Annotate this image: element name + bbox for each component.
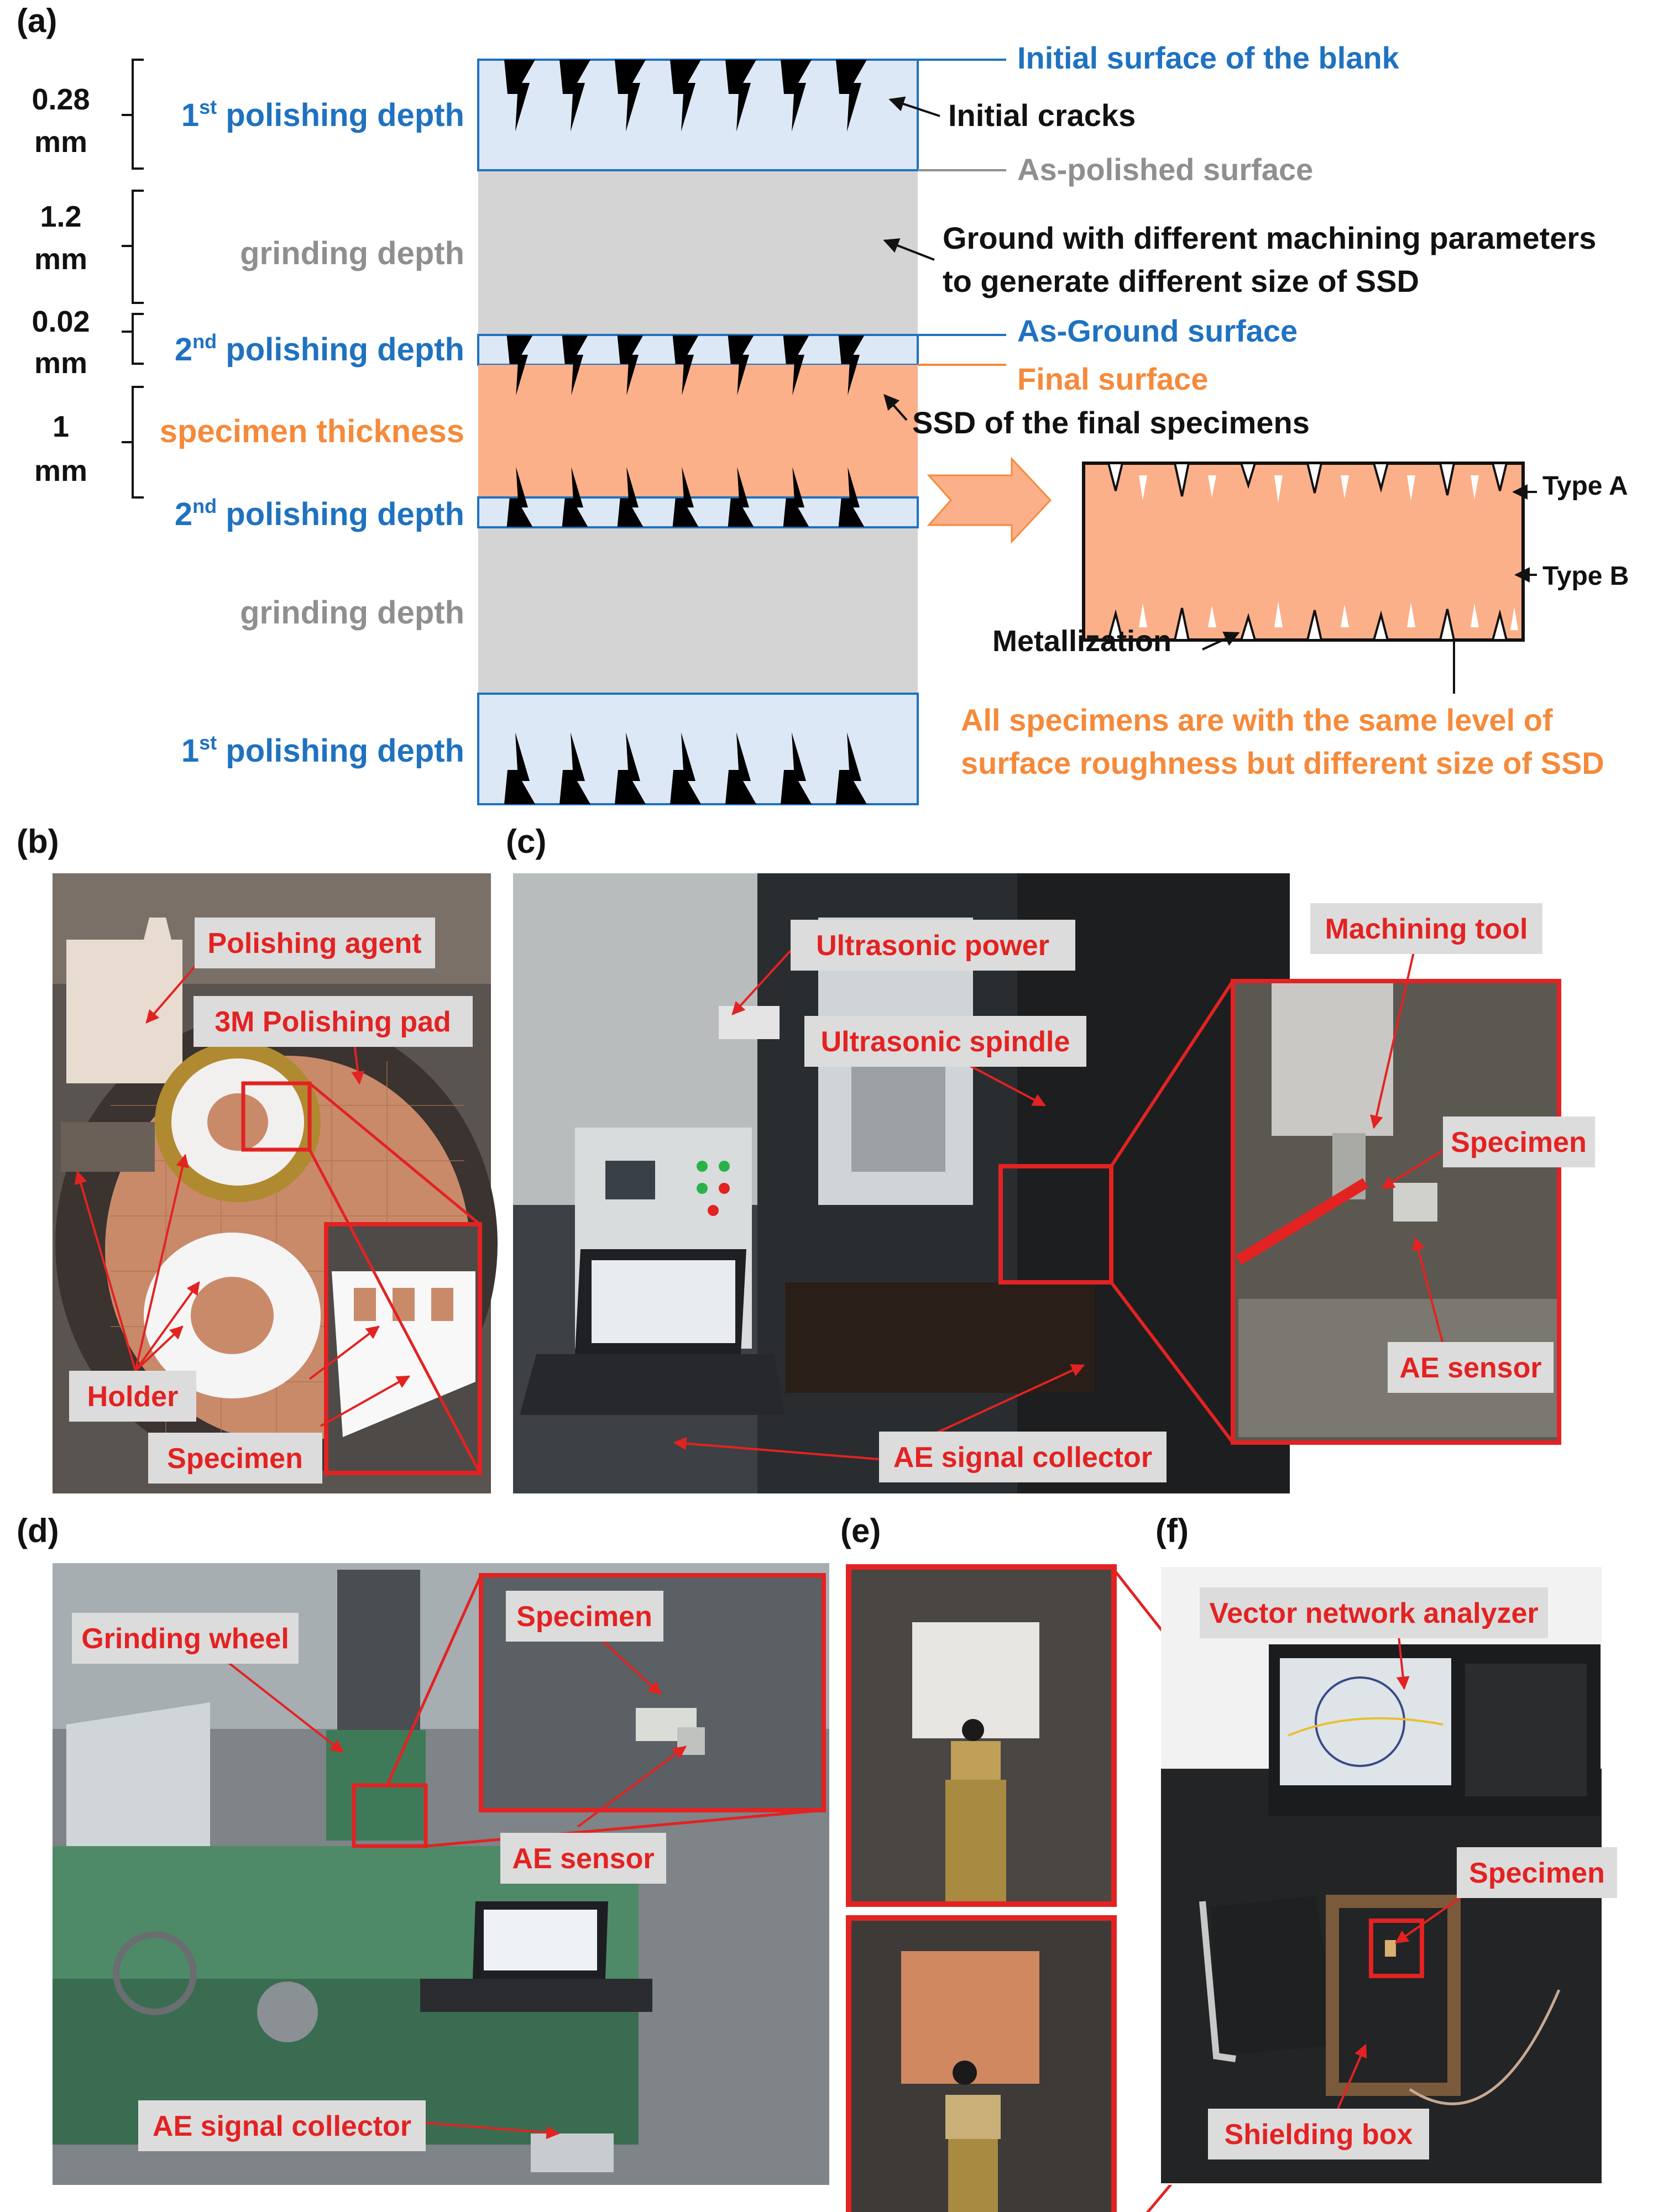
callout-polishing-agent: Polishing agent (207, 927, 421, 960)
dim-0-28-value: 0.28 (32, 83, 90, 116)
shielding-box (1326, 1895, 1461, 2096)
callout-ae-sensor: AE sensor (1399, 1352, 1541, 1384)
dim-0-28-unit: mm (34, 125, 87, 159)
panel-b-callouts: Polishing agent 3M Polishing pad Holder … (69, 918, 473, 1484)
callout-specimen: Specimen (1469, 1857, 1605, 1889)
callout-box (72, 1613, 299, 1664)
panel-e-label: (e) (840, 1512, 881, 1549)
label-1st-polishing-top: 1st polishing depth (181, 96, 464, 133)
type-a-cracks (1107, 462, 1508, 641)
panel-f-label: (f) (1155, 1512, 1189, 1549)
callout-specimen: Specimen (1451, 1126, 1587, 1159)
callout-specimen: Specimen (167, 1443, 303, 1475)
label-specimen-thickness: specimen thickness (160, 413, 464, 449)
callout-box (791, 920, 1075, 971)
callout-box (1457, 1847, 1617, 1898)
dim-0-02-value: 0.02 (32, 305, 90, 338)
dim-1-value: 1 (53, 410, 69, 443)
transition-arrow-icon (927, 457, 1052, 544)
label-type-a: Type A (1542, 471, 1628, 501)
callout-specimen: Specimen (516, 1601, 652, 1633)
label-1st-polishing-bottom: 1st polishing depth (181, 731, 464, 769)
panel-d-callouts: Grinding wheel Specimen AE sensor AE sig… (72, 1591, 666, 2151)
dimension-brackets (122, 59, 144, 499)
callout-box (69, 1371, 196, 1422)
label-ssd-final: SSD of the final specimens (912, 405, 1310, 440)
callout-grinding-wheel: Grinding wheel (81, 1623, 289, 1655)
label-initial-surface: Initial surface of the blank (1017, 40, 1400, 75)
callout-ultrasonic-spindle: Ultrasonic spindle (821, 1026, 1070, 1058)
final-specimen-diagram: Type A Type B Metallization All specimen… (961, 462, 1629, 780)
type-b-cracks (1139, 475, 1518, 630)
specimen-layer (478, 365, 918, 497)
label-grinding-depth-bottom: grinding depth (240, 595, 464, 631)
panel-f-callouts: Vector network analyzer Specimen Shieldi… (1200, 1587, 1617, 2159)
callout-holder: Holder (87, 1381, 179, 1413)
callout-ae-sensor: AE sensor (512, 1843, 654, 1875)
label-final-surface: Final surface (1017, 361, 1208, 396)
dim-1-2-unit: mm (34, 243, 87, 276)
label-as-ground: As-Ground surface (1017, 313, 1298, 348)
panel-c-callouts: Ultrasonic power Ultrasonic spindle Mach… (791, 903, 1595, 1482)
callout-box (1443, 1117, 1595, 1167)
callout-box (1310, 903, 1542, 954)
callout-ae-collector: AE signal collector (893, 1442, 1152, 1474)
callout-box (506, 1591, 663, 1642)
label-2nd-polishing-bottom: 2nd polishing depth (175, 495, 464, 532)
label-2nd-polishing-top: 2nd polishing depth (175, 330, 464, 368)
label-conclusion-line2: surface roughness but different size of … (961, 746, 1604, 780)
panel-a-label: (a) (17, 2, 57, 39)
callout-box (1388, 1342, 1554, 1393)
label-ground-line1: Ground with different machining paramete… (943, 221, 1596, 255)
label-as-polished: As-polished surface (1017, 152, 1313, 187)
layer-stack (477, 59, 919, 805)
callout-ultrasonic-power: Ultrasonic power (816, 930, 1049, 962)
polishing-agent-bottle (66, 918, 182, 1083)
dim-0-02-unit: mm (34, 347, 87, 380)
callout-box (500, 1833, 666, 1884)
panel-e-photos (846, 1564, 1372, 2212)
callout-box (1208, 2109, 1429, 2159)
callout-box (195, 918, 435, 968)
label-conclusion-line1: All specimens are with the same level of (961, 703, 1553, 737)
dim-1-2-value: 1.2 (40, 200, 81, 233)
callout-box (804, 1016, 1086, 1067)
panel-c-photo (513, 873, 1561, 1493)
callout-box (138, 2100, 426, 2151)
callout-vna: Vector network analyzer (1209, 1597, 1538, 1629)
callout-machining-tool: Machining tool (1325, 913, 1528, 945)
callout-polishing-pad: 3M Polishing pad (215, 1006, 451, 1038)
label-grinding-depth-top: grinding depth (240, 235, 464, 271)
callout-shielding-box: Shielding box (1225, 2119, 1413, 2151)
dim-1-unit: mm (34, 454, 87, 488)
label-initial-cracks: Initial cracks (948, 98, 1136, 133)
callout-ae-collector: AE signal collector (153, 2110, 411, 2142)
callout-box (193, 996, 473, 1047)
panel-c-label: (c) (506, 823, 546, 860)
label-type-b: Type B (1542, 562, 1629, 591)
callout-box (879, 1432, 1167, 1482)
callout-box (148, 1433, 322, 1484)
panel-a: (a) 0.28 mm 1.2 mm 0.02 mm 1 mm 1st poli… (17, 2, 1629, 805)
panel-d-photo (53, 1563, 829, 2185)
panel-b-label: (b) (17, 823, 59, 860)
label-ground-line2: to generate different size of SSD (943, 264, 1419, 298)
panel-d-label: (d) (17, 1512, 59, 1549)
callout-box (1200, 1587, 1548, 1638)
label-metallization: Metallization (992, 625, 1171, 658)
